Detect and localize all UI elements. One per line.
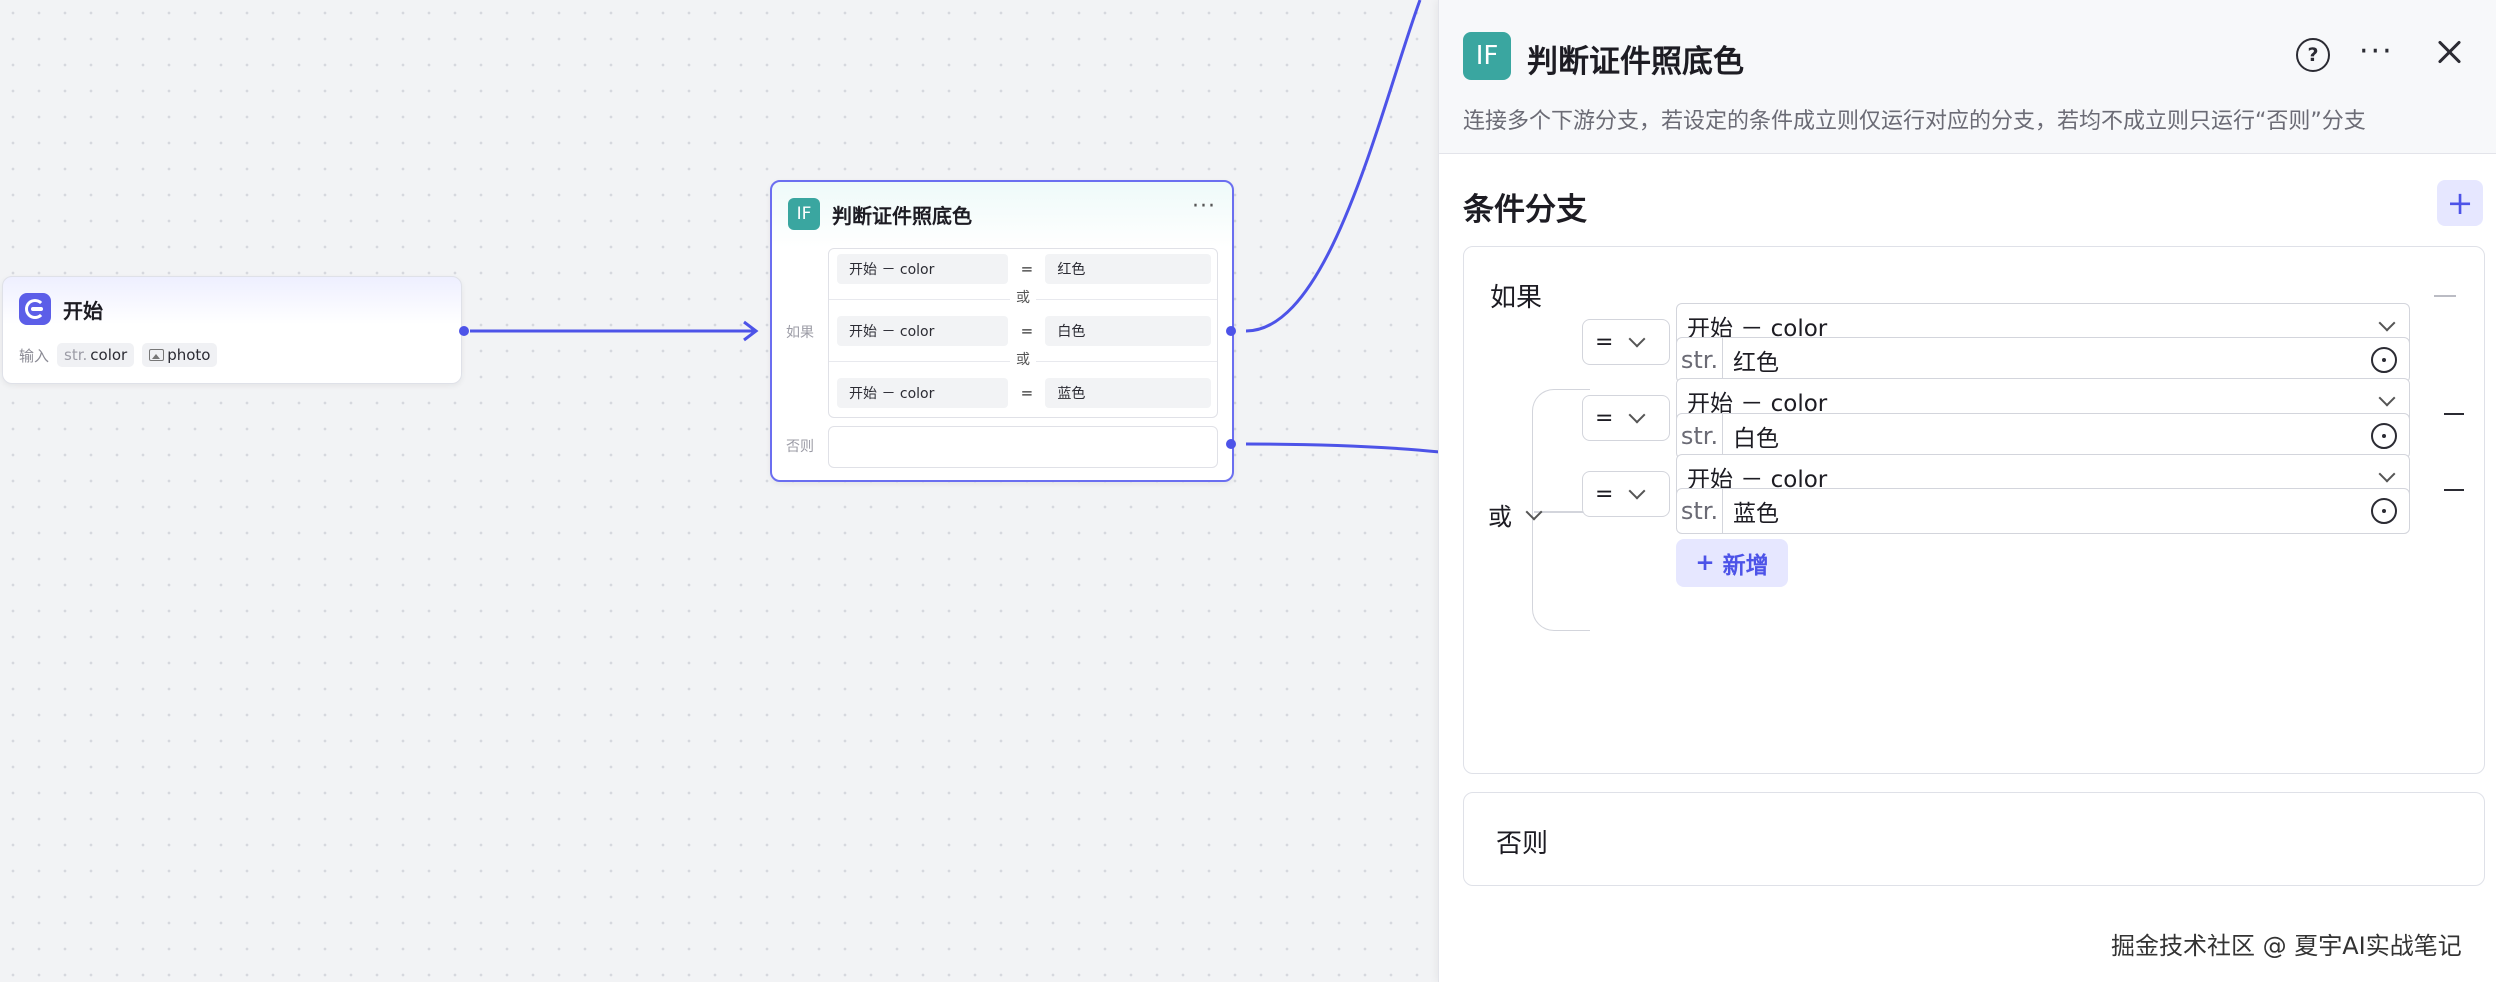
input-label: 输入 [19,346,50,365]
if-node[interactable]: IF 判断证件照底色 ··· 如果 开始 － color = 红色 或 开始 －… [770,180,1234,482]
watermark: 掘金技术社区 @ 夏宇AI实战笔记 [2111,932,2462,960]
if-node-header: IF 判断证件照底色 [788,198,972,230]
edge-else-branch [1245,442,1440,454]
logic-selector-value: 或 [1488,503,1512,531]
if-branch-label: 如果 [1490,283,1543,313]
chevron-down-icon [1628,482,1646,500]
operator-value: = [1595,329,1614,355]
operator-select[interactable]: = [1582,319,1670,365]
or-connector-text: 或 [1010,352,1036,368]
if-node-title: 判断证件照底色 [832,203,972,228]
help-icon[interactable]: ? [2296,38,2330,72]
section-title: 条件分支 [1463,192,1587,228]
condition-left-value: 开始 － color [1687,391,1828,417]
start-node-header: 开始 [19,293,103,325]
input-type-prefix: str. [64,346,88,364]
condition-right: 红色 [1045,254,1211,284]
if-branch-card: 如果 或 = 开始 － color str. 红色 = 开始 － color [1463,246,2485,774]
operator-value: = [1595,481,1614,507]
edge-arrowhead [743,320,759,342]
else-output-port[interactable] [1226,439,1236,449]
chevron-down-icon [2378,389,2396,407]
if-conditions-box[interactable]: 开始 － color = 红色 或 开始 － color = 白色 或 开始 －… [828,248,1218,418]
edge-if-branch [1245,0,1422,333]
chevron-down-icon [2378,465,2396,483]
else-branch-card: 否则 [1463,792,2485,886]
type-badge: str. [1677,338,1723,382]
condition-right: 蓝色 [1045,378,1211,408]
remove-condition-icon[interactable] [2444,489,2464,491]
panel-header: IF 判断证件照底色 ? ··· 连接多个下游分支，若设定的条件成立则仅运行对应… [1439,0,2496,154]
remove-condition-icon[interactable] [2444,413,2464,415]
condition-right: 白色 [1045,316,1211,346]
condition-right-input[interactable]: str. 蓝色 [1676,488,2410,534]
condition-right-input[interactable]: str. 红色 [1676,337,2410,383]
condition-operator: = [1020,322,1034,340]
condition-row: 开始 － color = 红色 [837,254,1211,284]
node-settings-panel: IF 判断证件照底色 ? ··· 连接多个下游分支，若设定的条件成立则仅运行对应… [1438,0,2496,982]
variable-icon[interactable] [2371,423,2397,449]
close-icon[interactable] [2433,36,2465,68]
condition-right-value: 蓝色 [1733,501,1779,527]
add-branch-button[interactable]: + [2437,180,2483,226]
chevron-down-icon [1525,503,1543,520]
logic-tree-bracket [1532,389,1590,631]
condition-left: 开始 － color [837,316,1009,346]
input-chip-color: str.color [57,343,135,367]
start-node-title: 开始 [63,298,103,323]
variable-icon[interactable] [2371,498,2397,524]
input-name: photo [167,346,211,364]
input-chip-photo: photo [142,343,218,367]
condition-operator: = [1020,260,1034,278]
else-branch-label: 否则 [1496,829,1549,859]
more-icon[interactable]: ··· [2359,34,2394,69]
start-output-port[interactable] [459,326,469,336]
operator-value: = [1595,405,1614,431]
if-branch-label: 如果 [786,325,814,341]
condition-left: 开始 － color [837,378,1009,408]
if-icon: IF [788,198,820,230]
else-branch-label: 否则 [786,439,814,455]
condition-right-value: 白色 [1733,426,1779,452]
or-connector: 或 [829,287,1217,307]
or-connector: 或 [829,349,1217,369]
chevron-down-icon [2378,314,2396,332]
start-node-inputs: 输入 str.color photo [19,343,218,367]
panel-title[interactable]: 判断证件照底色 [1527,44,1744,80]
condition-left: 开始 － color [837,254,1009,284]
or-connector-text: 或 [1010,290,1036,306]
plus-icon: + [1695,550,1715,576]
chevron-down-icon [1628,406,1646,424]
more-icon[interactable]: ··· [1192,194,1216,219]
operator-select[interactable]: = [1582,471,1670,517]
panel-description: 连接多个下游分支，若设定的条件成立则仅运行对应的分支，若均不成立则只运行“否则”… [1463,109,2366,134]
variable-icon[interactable] [2371,347,2397,373]
else-box[interactable] [828,426,1218,468]
start-icon [19,293,51,325]
condition-row: 开始 － color = 蓝色 [837,378,1211,408]
add-condition-label: 新增 [1722,553,1769,579]
workflow-edges [470,0,1440,454]
type-badge: str. [1677,414,1723,458]
chevron-down-icon [1628,330,1646,348]
condition-operator: = [1020,384,1034,402]
start-node[interactable]: 开始 输入 str.color photo [2,276,462,384]
logic-selector[interactable]: 或 [1488,497,1543,532]
condition-row: 开始 － color = 白色 [837,316,1211,346]
if-output-port[interactable] [1226,326,1236,336]
input-name: color [90,346,128,364]
collapse-icon[interactable] [2434,295,2456,297]
if-icon: IF [1463,32,1511,80]
operator-select[interactable]: = [1582,395,1670,441]
image-icon [149,349,165,361]
condition-right-input[interactable]: str. 白色 [1676,413,2410,459]
add-condition-button[interactable]: + 新增 [1676,539,1788,587]
logic-tree-stem [1534,511,1590,513]
type-badge: str. [1677,489,1723,533]
condition-right-value: 红色 [1733,350,1779,376]
